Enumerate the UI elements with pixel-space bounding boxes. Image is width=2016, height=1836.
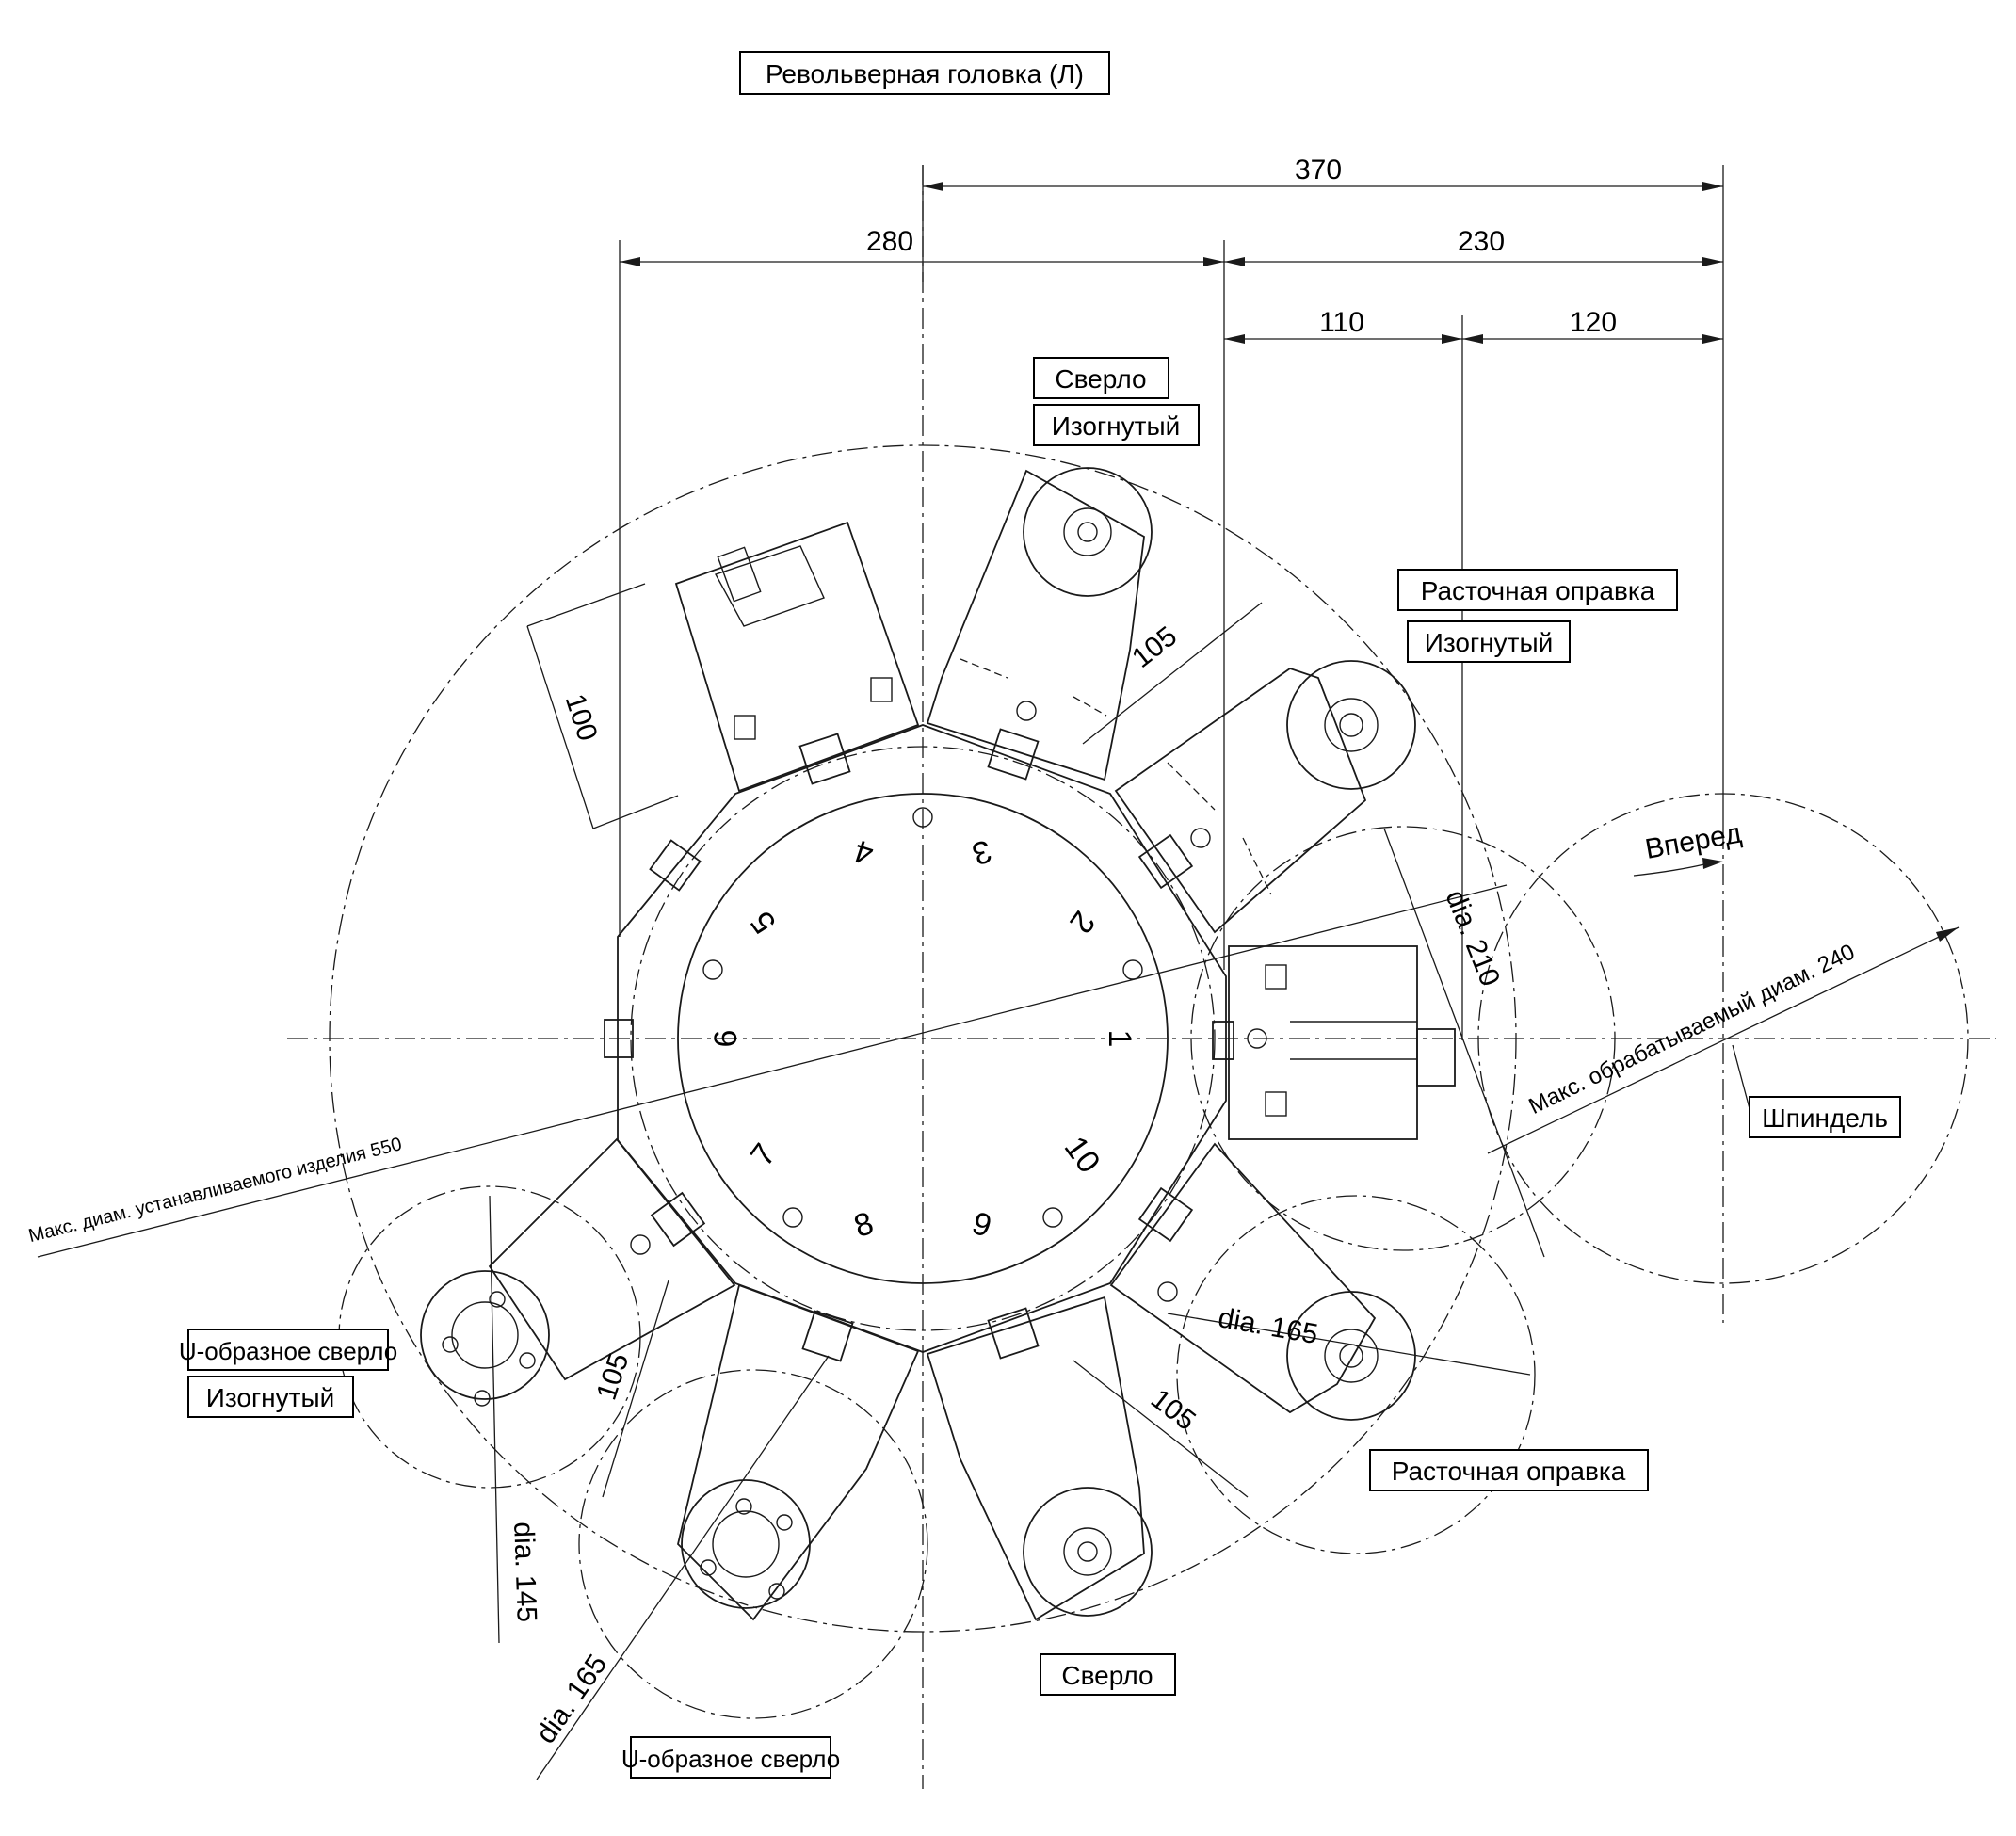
label-bent-left: Изогнутый	[206, 1383, 335, 1412]
dim-120: 120	[1570, 307, 1617, 338]
turret-index-circle	[677, 793, 1169, 1284]
label-drill-bottom: Сверло	[1061, 1661, 1153, 1690]
labels: Револьверная головка (Л) Сверло Изогнуты…	[179, 51, 1901, 1779]
dim-100: 100	[559, 690, 604, 745]
holder-station-6	[604, 839, 702, 1058]
holder-station-1	[1212, 945, 1456, 1140]
station-2: 2	[1062, 905, 1102, 941]
station-9: 9	[968, 1205, 996, 1245]
station-7: 7	[744, 1137, 783, 1173]
dim-max-work-diam: Макс. обрабатываемый диам. 240	[1524, 940, 1859, 1119]
dim-dia210: dia. 210	[1440, 886, 1507, 990]
dim-105-bottom: 105	[1145, 1383, 1202, 1437]
turret-outer-circle	[630, 746, 1216, 1331]
dim-105-top: 105	[1126, 620, 1183, 674]
station-6: 6	[708, 1030, 744, 1048]
dimension-text: 370 280 230 110 120 100 105 105 105 dia.…	[26, 154, 1859, 1749]
station-8: 8	[849, 1205, 878, 1245]
label-boring-bottom: Расточная оправка	[1392, 1457, 1626, 1486]
station-3: 3	[968, 832, 996, 872]
label-u-drill-bottom: U-образное сверло	[621, 1745, 840, 1773]
label-spindle: Шпиндель	[1762, 1103, 1888, 1133]
label-bent-top: Изогнутый	[1052, 411, 1181, 441]
station-5: 5	[744, 905, 783, 941]
station-4: 4	[849, 832, 878, 872]
center-lines	[287, 165, 1996, 1789]
dim-dia145: dia. 145	[508, 1522, 542, 1623]
station-holes	[702, 807, 1143, 1228]
label-forward: Вперед	[1643, 817, 1744, 864]
u-drill-bottom-circle	[578, 1369, 928, 1719]
station-1: 1	[1102, 1030, 1137, 1048]
label-bent-right: Изогнутый	[1425, 628, 1554, 657]
holder-station-7	[420, 1137, 736, 1407]
station-10: 10	[1057, 1130, 1107, 1180]
dimension-lines	[37, 165, 1960, 1780]
label-boring-top: Расточная оправка	[1421, 576, 1655, 605]
boring-bottom-circle	[1176, 1195, 1536, 1554]
title-label: Револьверная головка (Л)	[766, 59, 1084, 89]
holder-station-2	[1114, 660, 1416, 934]
holder-station-4	[674, 521, 920, 793]
dim-dia165-bottom: dia. 165	[530, 1649, 613, 1748]
holder-station-3	[926, 467, 1153, 781]
max-swing-circle	[329, 444, 1517, 1633]
holder-station-10	[1109, 1142, 1416, 1421]
dim-105-left: 105	[591, 1349, 636, 1404]
dim-max-part-diam: Макс. диам. устанавливаемого изделия 550	[26, 1134, 404, 1247]
dim-370: 370	[1295, 154, 1342, 185]
holder-station-9	[926, 1296, 1153, 1621]
dim-110: 110	[1319, 307, 1364, 338]
holder-station-8	[677, 1283, 920, 1621]
label-u-drill-left: U-образное сверло	[179, 1337, 397, 1365]
label-drill-top: Сверло	[1055, 364, 1146, 394]
dim-280: 280	[866, 226, 913, 257]
dim-dia165-right: dia. 165	[1216, 1302, 1320, 1350]
dim-230: 230	[1458, 226, 1505, 257]
boring-right-circle	[1190, 826, 1616, 1251]
